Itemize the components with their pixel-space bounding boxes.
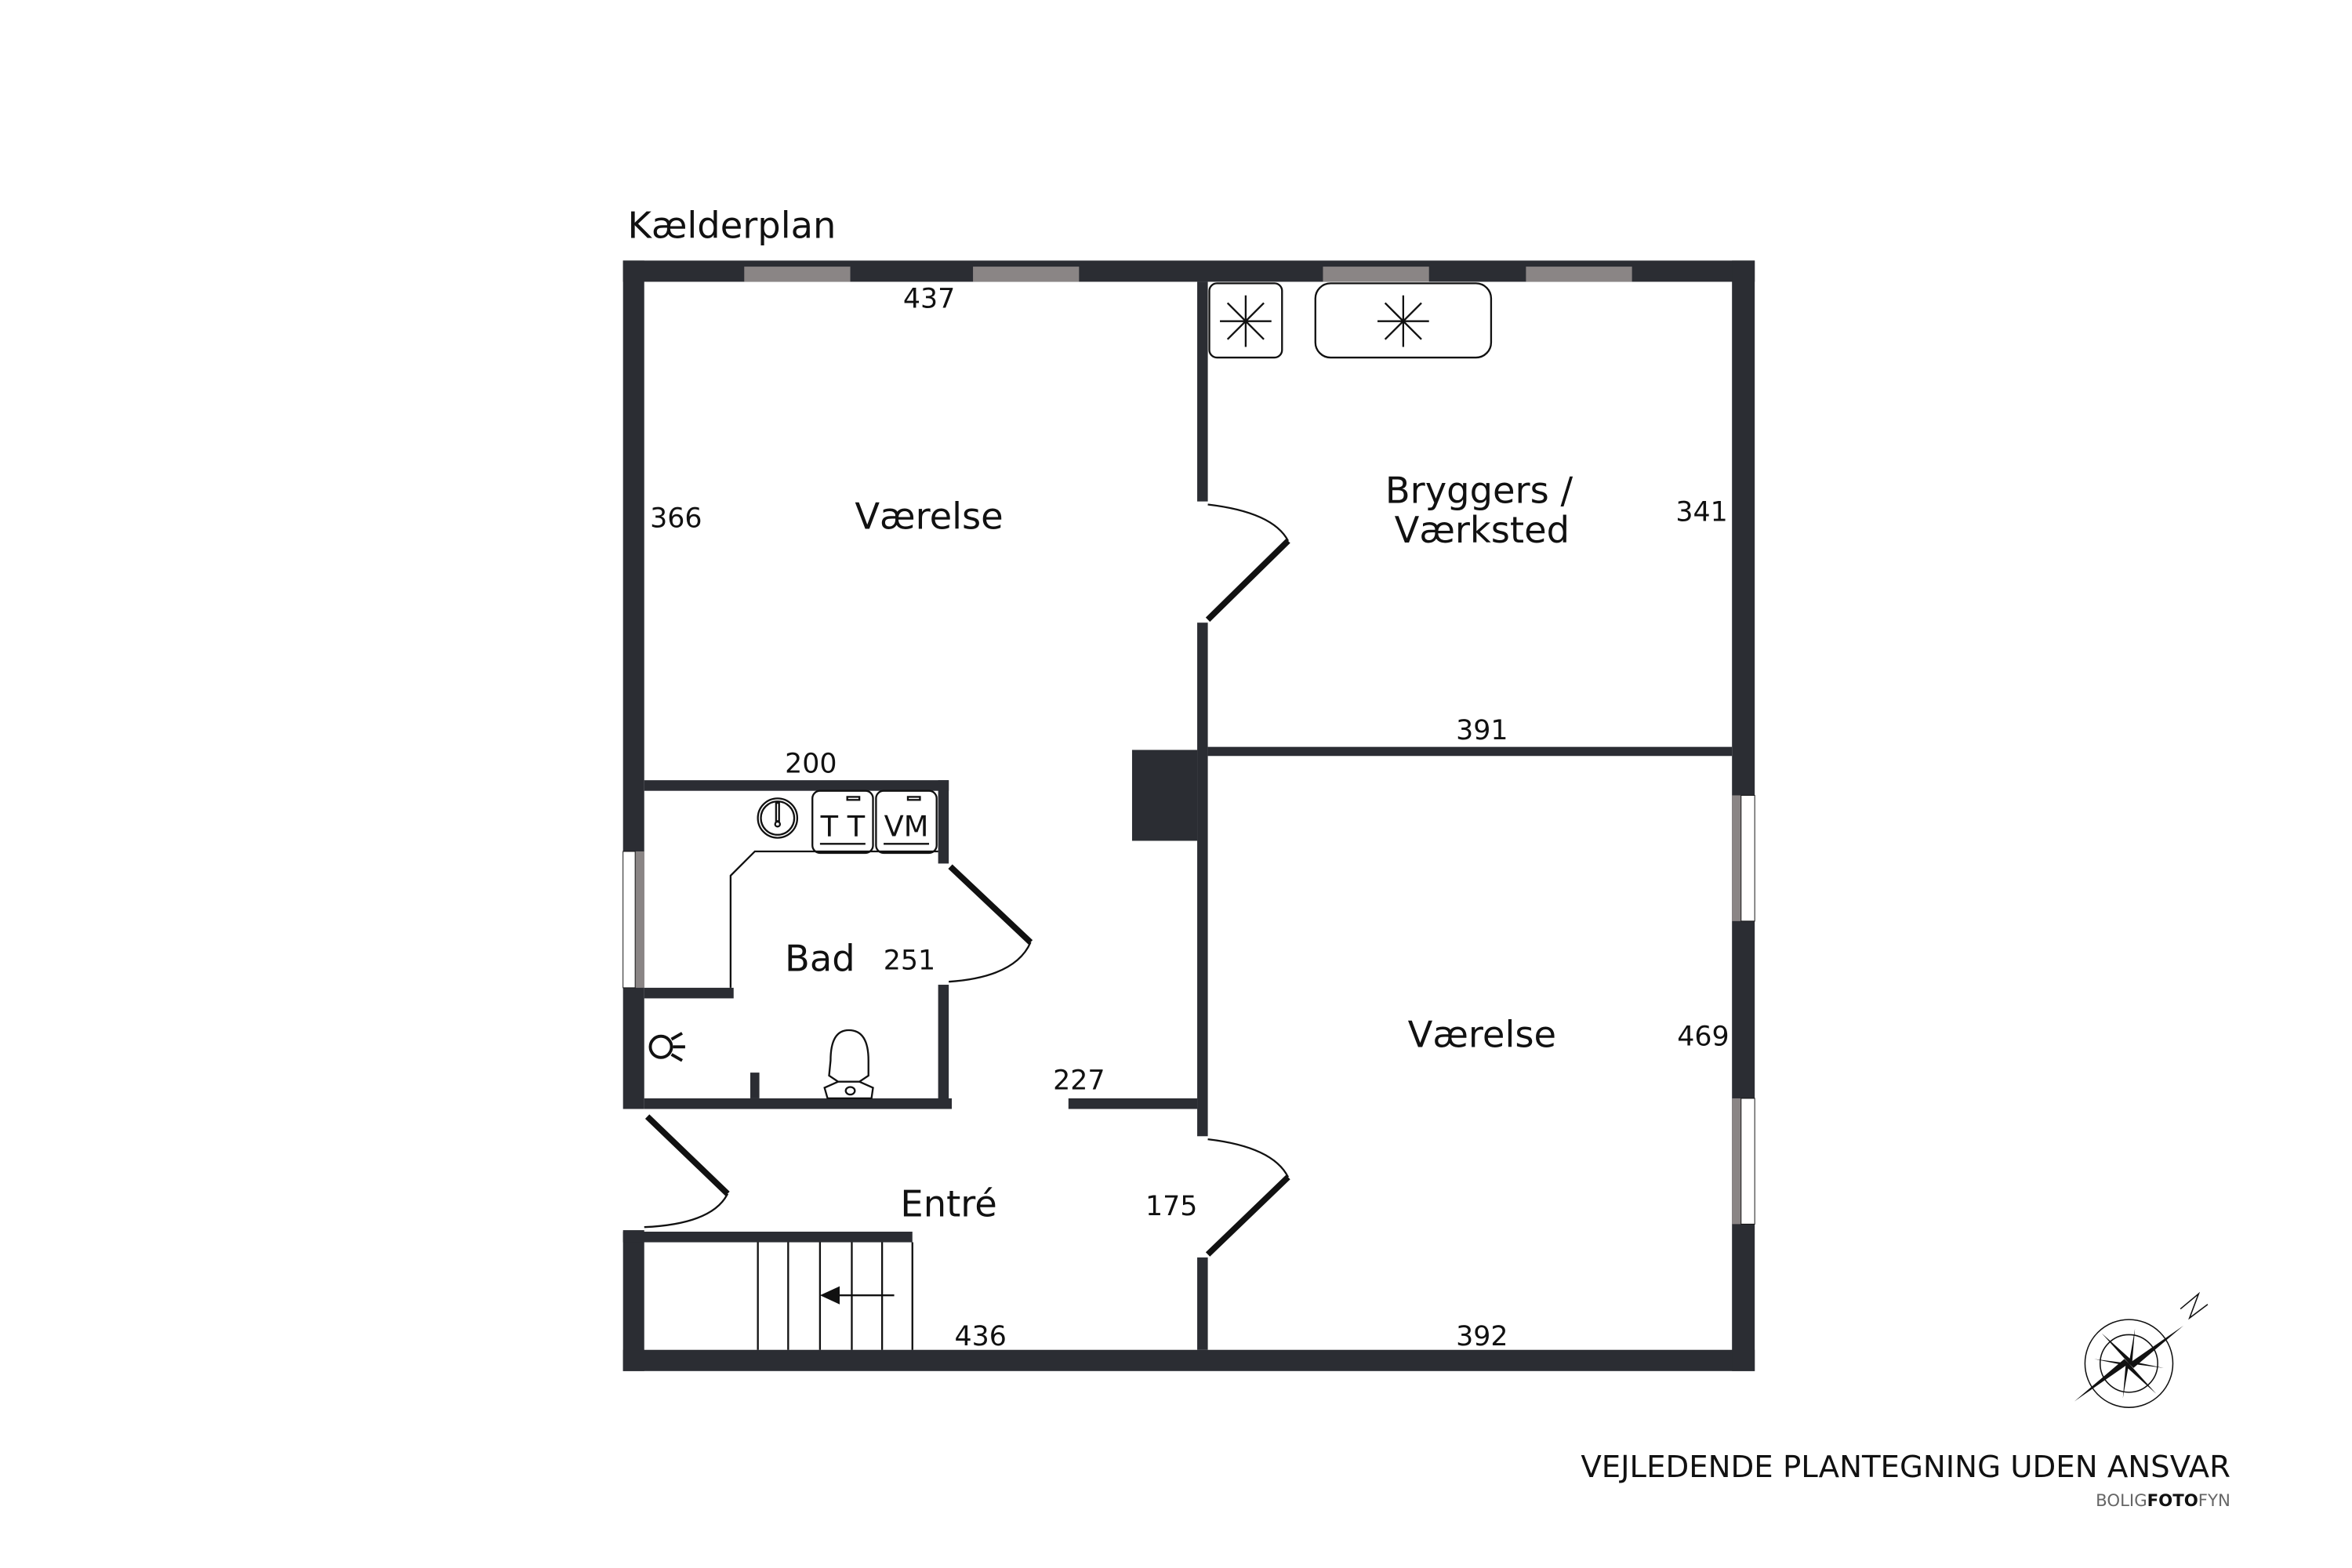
door-bad — [948, 864, 1033, 983]
dim-175: 175 — [1145, 1191, 1197, 1222]
windows — [622, 267, 1755, 1225]
doors — [644, 503, 1290, 1257]
washer-appliance — [875, 789, 938, 855]
room-entre: Entré — [900, 1183, 996, 1225]
door-entry — [644, 1114, 730, 1229]
logo-part3: FYN — [2198, 1491, 2230, 1511]
dim-341: 341 — [1675, 497, 1727, 528]
fridge-freezers — [1208, 282, 1493, 359]
logo: BOLIGFOTOFYN — [2096, 1491, 2230, 1511]
room-vaerksted: Værksted — [1395, 509, 1570, 551]
disclaimer: VEJLEDENDE PLANTEGNING UDEN ANSVAR — [1581, 1450, 2230, 1485]
fan-icon — [1220, 295, 1429, 347]
dim-227: 227 — [1053, 1065, 1105, 1096]
dryer-label: T T — [820, 810, 866, 844]
room-vaerelse-lower: Værelse — [1408, 1013, 1556, 1055]
stair-arrow-icon — [819, 1286, 895, 1305]
sink-icon — [757, 797, 799, 839]
door-bryggers — [1205, 503, 1290, 622]
washer-label: VM — [884, 810, 929, 844]
room-vaerelse-upper: Værelse — [855, 495, 1003, 537]
plan-title: Kælderplan — [627, 204, 836, 246]
bath-counter: T T VM — [648, 789, 938, 1100]
dim-436: 436 — [955, 1321, 1007, 1352]
door-vaerelse-lower — [1205, 1138, 1290, 1257]
dim-366: 366 — [650, 503, 702, 534]
dim-392: 392 — [1456, 1321, 1508, 1352]
dim-437: 437 — [903, 283, 955, 314]
compass-rose-icon — [2074, 1291, 2209, 1408]
toilet-icon — [823, 1029, 874, 1100]
dim-200: 200 — [785, 749, 837, 780]
room-labels: Værelse 437 366 Bryggers / Værksted 341 … — [650, 283, 1730, 1352]
dim-391: 391 — [1456, 715, 1508, 746]
logo-part2: FOTO — [2147, 1491, 2198, 1511]
shower-icon — [648, 1032, 685, 1062]
room-bad: Bad — [785, 938, 855, 980]
stairs — [757, 1242, 913, 1350]
room-bryggers: Bryggers / — [1385, 470, 1573, 512]
dim-469: 469 — [1677, 1021, 1729, 1052]
logo-part1: BOLIG — [2096, 1491, 2147, 1511]
dim-251: 251 — [884, 946, 935, 977]
dryer-appliance — [811, 789, 874, 855]
